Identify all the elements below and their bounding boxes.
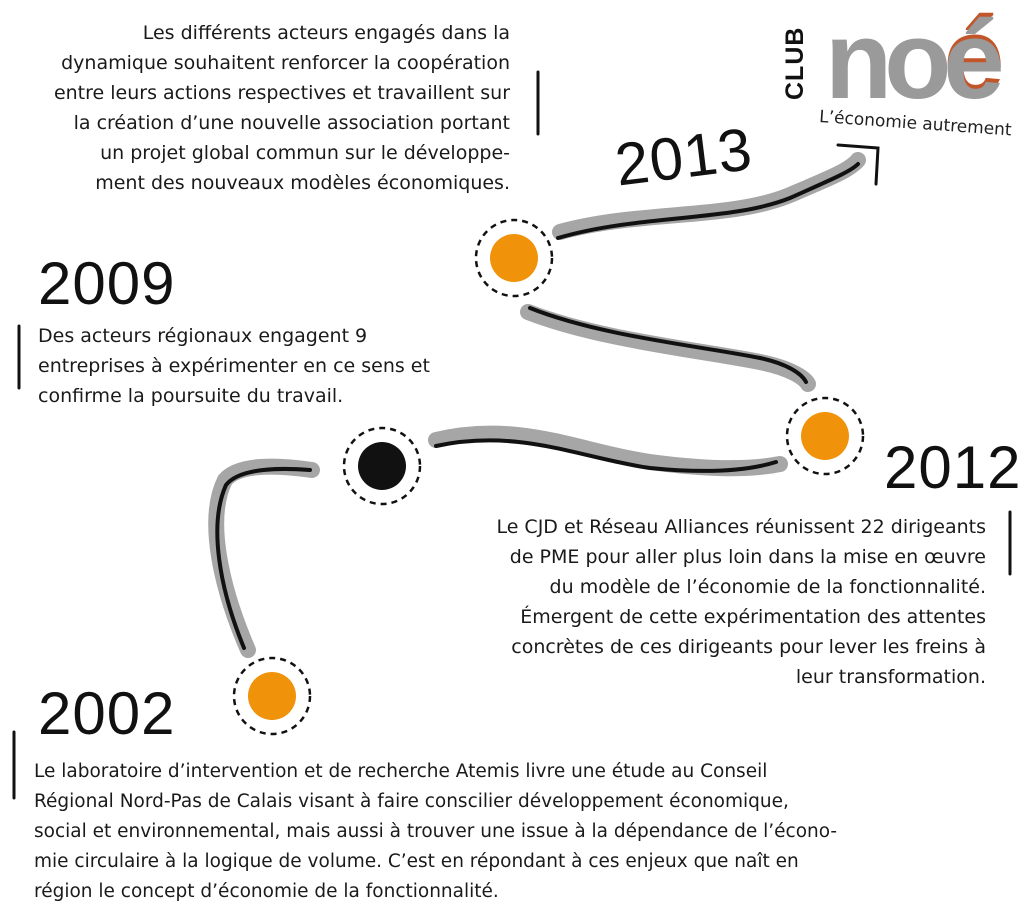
text-line: de PME pour aller plus loin dans la mise… xyxy=(509,546,986,568)
text-line: confirme la poursuite du travail. xyxy=(38,385,344,407)
path-line-2002-2009 xyxy=(215,466,312,650)
timeline-path xyxy=(208,143,880,658)
text-line: dynamique souhaitent renforcer la coopér… xyxy=(61,52,510,74)
text-line: concrètes de ces dirigeants pour lever l… xyxy=(511,636,986,658)
path-line-2012-2013 xyxy=(528,306,808,384)
node-dot-2012 xyxy=(801,412,849,460)
logo-wordmark-text: noé xyxy=(825,0,1005,122)
node-dot-2013 xyxy=(490,234,538,282)
node-ring xyxy=(342,426,422,506)
text-line: mie circulaire à la logique de volume. C… xyxy=(34,851,799,872)
node-ring xyxy=(785,396,865,476)
text-line: région le concept d’économie de la fonct… xyxy=(34,881,499,902)
year-label-2012: 2012 xyxy=(884,434,1022,501)
year-label-2013: 2013 xyxy=(611,115,757,199)
node-ring xyxy=(474,218,554,298)
text-line: Le CJD et Réseau Alliances réunissent 22… xyxy=(496,516,986,538)
text-line: Émergent de cette expérimentation des at… xyxy=(520,606,986,628)
margin-markers xyxy=(12,70,1012,800)
node-dot-2009 xyxy=(358,442,406,490)
text-line: social et environnemental, mais aussi à … xyxy=(34,821,838,842)
text-line: un projet global commun sur le développe… xyxy=(100,142,510,164)
milestone-text-2002: Le laboratoire d’intervention et de rech… xyxy=(34,757,837,907)
text-line: entre leurs actions respectives et trava… xyxy=(53,82,510,104)
text-line: entreprises à expérimenter en ce sens et xyxy=(38,355,430,377)
year-label-2009: 2009 xyxy=(38,250,176,317)
milestone-node-2013 xyxy=(474,218,554,298)
logo-wordmark: noé xyxy=(825,6,1005,116)
text-line: Des acteurs régionaux engagent 9 xyxy=(38,325,368,347)
text-line: Le laboratoire d’intervention et de rech… xyxy=(34,761,768,782)
text-line: la création d’une nouvelle association p… xyxy=(73,112,510,134)
text-line: Les différents acteurs engagés dans la xyxy=(142,22,510,44)
milestone-node-2009 xyxy=(342,426,422,506)
path-line-2009-2012 xyxy=(434,438,778,473)
arrow-head-icon xyxy=(836,143,880,186)
text-line: Régional Nord-Pas de Calais visant à fai… xyxy=(34,791,789,812)
path-shadow-2002-2009 xyxy=(208,458,320,658)
node-dot-2002 xyxy=(248,672,296,720)
logo-accent-letter: é xyxy=(943,0,1004,122)
milestone-text-2012: Le CJD et Réseau Alliances réunissent 22… xyxy=(496,512,986,692)
text-line: ment des nouveaux modèles économiques. xyxy=(95,172,510,194)
path-line-2013-logo xyxy=(556,162,860,240)
text-line: du modèle de l’économie de la fonctionna… xyxy=(549,576,986,598)
milestone-text-2013: Les différents acteurs engagés dans la d… xyxy=(54,18,510,198)
node-ring xyxy=(232,656,312,736)
milestone-node-2002 xyxy=(232,656,312,736)
text-line: leur transformation. xyxy=(795,666,986,688)
path-shadow-2013-logo xyxy=(552,152,866,240)
logo-club-text: CLUB xyxy=(781,26,809,100)
milestone-node-2012 xyxy=(785,396,865,476)
year-label-2002: 2002 xyxy=(38,680,176,747)
milestone-text-2009: Des acteurs régionaux engagent 9 entrepr… xyxy=(38,321,430,411)
